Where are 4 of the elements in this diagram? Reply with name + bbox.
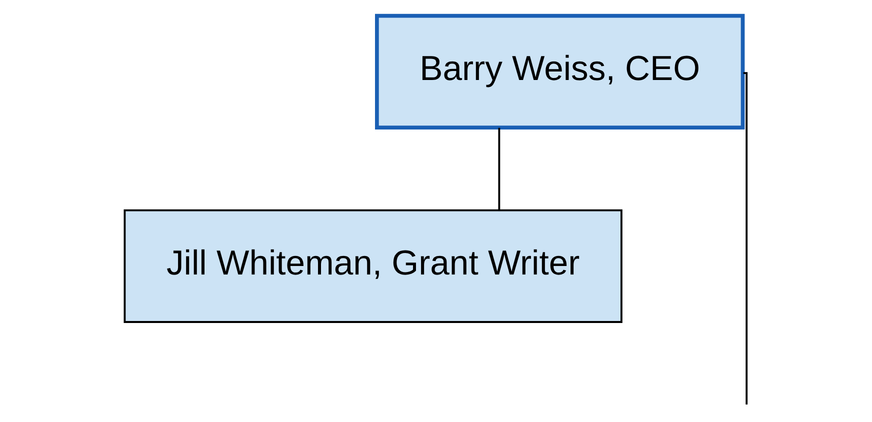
connector <box>498 128 500 210</box>
connector <box>743 72 748 404</box>
node-box: Barry Weiss, CEO <box>375 14 745 130</box>
node-box: Jill Whiteman, Grant Writer <box>124 209 622 323</box>
